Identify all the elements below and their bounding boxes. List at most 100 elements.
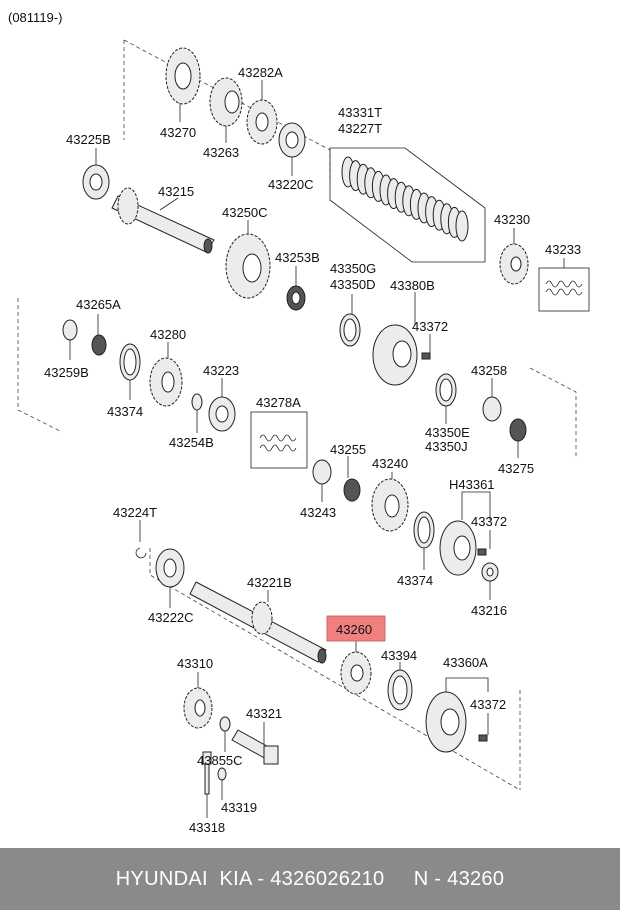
- ring-43394-icon: [387, 669, 413, 711]
- washer-43319-icon: [217, 767, 227, 781]
- gear-43270-icon: [165, 47, 201, 105]
- label-43233: 43233: [545, 242, 581, 257]
- key-43372-upper-icon: [421, 352, 431, 360]
- collar-43243-icon: [312, 459, 332, 485]
- label-43227T: 43227T: [338, 121, 382, 136]
- gear-43260-icon: [340, 651, 372, 695]
- highlighted-part-box[interactable]: [326, 615, 386, 642]
- spring-43278A-icon: [259, 434, 297, 452]
- label-43280: 43280: [150, 327, 186, 342]
- needle-bearing-43253B-icon: [286, 285, 306, 311]
- label-43222C: 43222C: [148, 610, 194, 625]
- gear-43250C-icon: [225, 233, 271, 299]
- label-43263: 43263: [203, 145, 239, 160]
- label-43230: 43230: [494, 212, 530, 227]
- label-43374-lower: 43374: [397, 573, 433, 588]
- label-43224T: 43224T: [113, 505, 157, 520]
- key-43372-lower-icon: [478, 734, 488, 742]
- label-43372-upper: 43372: [412, 319, 448, 334]
- footer-part-number: HYUNDAI KIA - 4326026210 N - 43260: [115, 867, 505, 890]
- output-shaft-group-outline: [149, 548, 521, 791]
- label-43310: 43310: [177, 656, 213, 671]
- label-43220C: 43220C: [268, 177, 314, 192]
- spring-43233-icon: [545, 280, 583, 296]
- label-43215: 43215: [158, 184, 194, 199]
- label-43240: 43240: [372, 456, 408, 471]
- label-43350G: 43350G: [330, 261, 376, 276]
- label-43394: 43394: [381, 648, 417, 663]
- label-43360A: 43360A: [443, 655, 488, 670]
- collar-43258-icon: [482, 396, 502, 422]
- label-43223: 43223: [203, 363, 239, 378]
- input-shaft-43215-icon: [111, 187, 215, 254]
- label-43331T: 43331T: [338, 105, 382, 120]
- hub-43360A-icon: [425, 691, 467, 753]
- gear-43263-icon: [209, 77, 243, 127]
- washer-43254B-icon: [191, 393, 203, 411]
- leader-lines: [69, 80, 565, 818]
- clutch-plates-box: [329, 147, 486, 263]
- bearing-43222C-icon: [155, 548, 185, 588]
- label-43225B: 43225B: [66, 132, 111, 147]
- label-43319: 43319: [221, 800, 257, 815]
- label-43254B: 43254B: [169, 435, 214, 450]
- label-43243: 43243: [300, 505, 336, 520]
- key-43372-middle-icon: [477, 548, 487, 556]
- parts-exploded-diagram: (081119-): [8, 10, 590, 835]
- washer-43855C-icon: [219, 716, 231, 732]
- footer-bar: HYUNDAI KIA - 4326026210 N - 43260: [0, 848, 620, 910]
- nut-43216-icon: [481, 562, 499, 582]
- collar-43259B-icon: [62, 319, 78, 341]
- label-43282A: 43282A: [238, 65, 283, 80]
- label-43275: 43275: [498, 461, 534, 476]
- label-43321: 43321: [246, 706, 282, 721]
- label-43350J: 43350J: [425, 439, 468, 454]
- label-43350D: 43350D: [330, 277, 376, 292]
- label-H43361: H43361: [449, 477, 495, 492]
- clutch-plates-43331T-icon: [341, 156, 469, 242]
- needle-bearing-43265A-icon: [91, 334, 107, 356]
- label-43350E: 43350E: [425, 425, 470, 440]
- bearing-43223-icon: [208, 396, 236, 432]
- output-shaft-43221B-icon: [189, 581, 327, 664]
- snap-ring-43224T-icon: [135, 547, 147, 559]
- label-43372-lower: 43372: [470, 697, 506, 712]
- label-43270: 43270: [160, 125, 196, 140]
- synchro-ring-43374-lower-icon: [413, 511, 435, 549]
- label-43265A: 43265A: [76, 297, 121, 312]
- label-43250C: 43250C: [222, 205, 268, 220]
- sleeve-43380B-icon: [372, 324, 418, 386]
- needle-bearing-43275-icon: [509, 418, 527, 442]
- label-43255: 43255: [330, 442, 366, 457]
- spring-43278A-box: [250, 411, 308, 469]
- gear-43310-icon: [183, 687, 213, 729]
- synchro-ring-43350G-icon: [339, 313, 361, 347]
- synchro-ring-43374-upper-icon: [119, 343, 141, 381]
- gear-43240-icon: [371, 478, 409, 532]
- bearing-43220C-icon: [278, 122, 306, 158]
- spring-43233-box: [538, 267, 590, 312]
- version-code: (081119-): [8, 10, 62, 25]
- gear-43280-icon: [149, 357, 183, 407]
- bearing-43225B-icon: [82, 164, 110, 200]
- gear-43230-icon: [499, 243, 529, 285]
- label-43278A: 43278A: [256, 395, 301, 410]
- clutch-plate: [455, 210, 469, 242]
- label-43260[interactable]: 43260: [336, 622, 372, 637]
- label-43259B: 43259B: [44, 365, 89, 380]
- label-43318: 43318: [189, 820, 225, 835]
- hub-H43361-icon: [439, 520, 477, 576]
- idler-shaft-43321-icon: [231, 729, 279, 765]
- label-43258: 43258: [471, 363, 507, 378]
- gear-43282A-icon: [246, 99, 278, 145]
- countershaft-group-outline: [17, 298, 63, 433]
- label-43855C: 43855C: [197, 753, 243, 768]
- countershaft-right-outline: [529, 367, 577, 458]
- label-43380B: 43380B: [390, 278, 435, 293]
- label-43221B: 43221B: [247, 575, 292, 590]
- needle-bearing-43255-icon: [343, 478, 361, 502]
- label-43253B: 43253B: [275, 250, 320, 265]
- synchro-ring-43350E-icon: [435, 373, 457, 407]
- label-43374-upper: 43374: [107, 404, 143, 419]
- label-43372-middle: 43372: [471, 514, 507, 529]
